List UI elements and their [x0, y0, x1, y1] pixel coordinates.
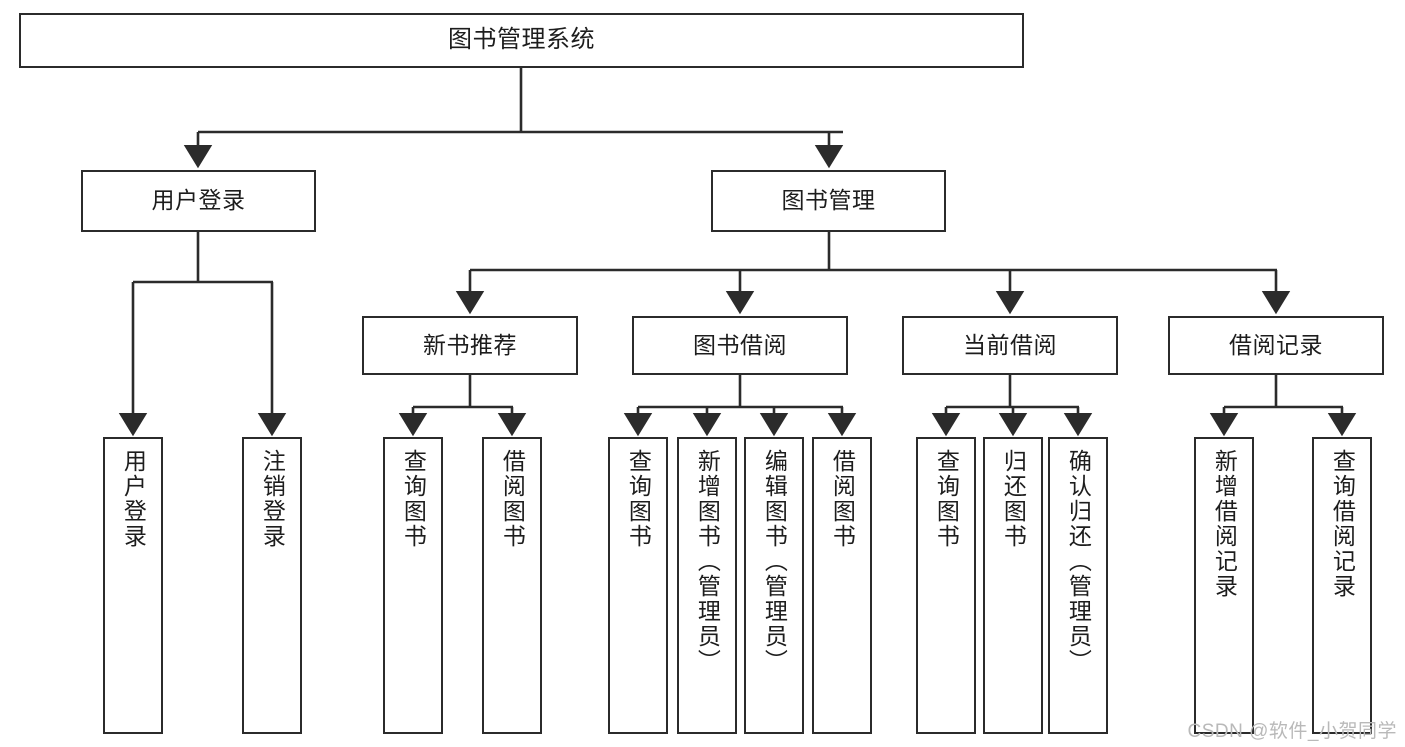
leaf-book-borrow-borrow-book[interactable]: 借阅图书 — [812, 437, 872, 734]
node-current-borrow[interactable]: 当前借阅 — [902, 316, 1118, 375]
node-label: 借阅图书 — [829, 449, 856, 549]
leaf-new-book-query-book[interactable]: 查询图书 — [383, 437, 443, 734]
node-label: 借阅图书 — [499, 449, 526, 549]
node-label: 新增借阅记录 — [1211, 449, 1238, 599]
node-root-book-management-system[interactable]: 图书管理系统 — [19, 13, 1024, 68]
leaf-current-borrow-confirm-return-admin[interactable]: 确认归还（管理员） — [1048, 437, 1108, 734]
leaf-book-borrow-edit-book-admin[interactable]: 编辑图书（管理员） — [744, 437, 804, 734]
leaf-user-login-logout[interactable]: 注销登录 — [242, 437, 302, 734]
node-borrow-record[interactable]: 借阅记录 — [1168, 316, 1384, 375]
node-book-borrow[interactable]: 图书借阅 — [632, 316, 848, 375]
node-label: 新增图书（管理员） — [694, 449, 721, 674]
node-user-login[interactable]: 用户登录 — [81, 170, 316, 232]
leaf-user-login-login[interactable]: 用户登录 — [103, 437, 163, 734]
csdn-watermark: CSDN @软件_小贺同学 — [1187, 721, 1397, 742]
node-label: 注销登录 — [259, 449, 286, 549]
node-label: 用户登录 — [151, 187, 246, 214]
node-label: 新书推荐 — [423, 331, 517, 358]
node-label: 查询借阅记录 — [1329, 449, 1356, 599]
node-label: 归还图书 — [1000, 449, 1027, 549]
node-label: 查询图书 — [400, 449, 427, 549]
node-label: 图书管理系统 — [448, 26, 595, 54]
node-label: 查询图书 — [933, 449, 960, 549]
leaf-current-borrow-return-book[interactable]: 归还图书 — [983, 437, 1043, 734]
leaf-borrow-record-add-record[interactable]: 新增借阅记录 — [1194, 437, 1254, 734]
leaf-new-book-borrow-book[interactable]: 借阅图书 — [482, 437, 542, 734]
node-label: 借阅记录 — [1229, 331, 1323, 358]
node-label: 图书管理 — [781, 187, 876, 214]
node-label: 确认归还（管理员） — [1065, 449, 1092, 674]
node-label: 当前借阅 — [963, 331, 1057, 358]
node-label: 用户登录 — [120, 449, 147, 549]
leaf-current-borrow-query-book[interactable]: 查询图书 — [916, 437, 976, 734]
leaf-book-borrow-add-book-admin[interactable]: 新增图书（管理员） — [677, 437, 737, 734]
node-label: 图书借阅 — [693, 331, 787, 358]
node-label: 查询图书 — [625, 449, 652, 549]
leaf-book-borrow-query-book[interactable]: 查询图书 — [608, 437, 668, 734]
node-label: 编辑图书（管理员） — [761, 449, 788, 674]
leaf-borrow-record-query-record[interactable]: 查询借阅记录 — [1312, 437, 1372, 734]
node-book-management[interactable]: 图书管理 — [711, 170, 946, 232]
node-new-book-recommend[interactable]: 新书推荐 — [362, 316, 578, 375]
